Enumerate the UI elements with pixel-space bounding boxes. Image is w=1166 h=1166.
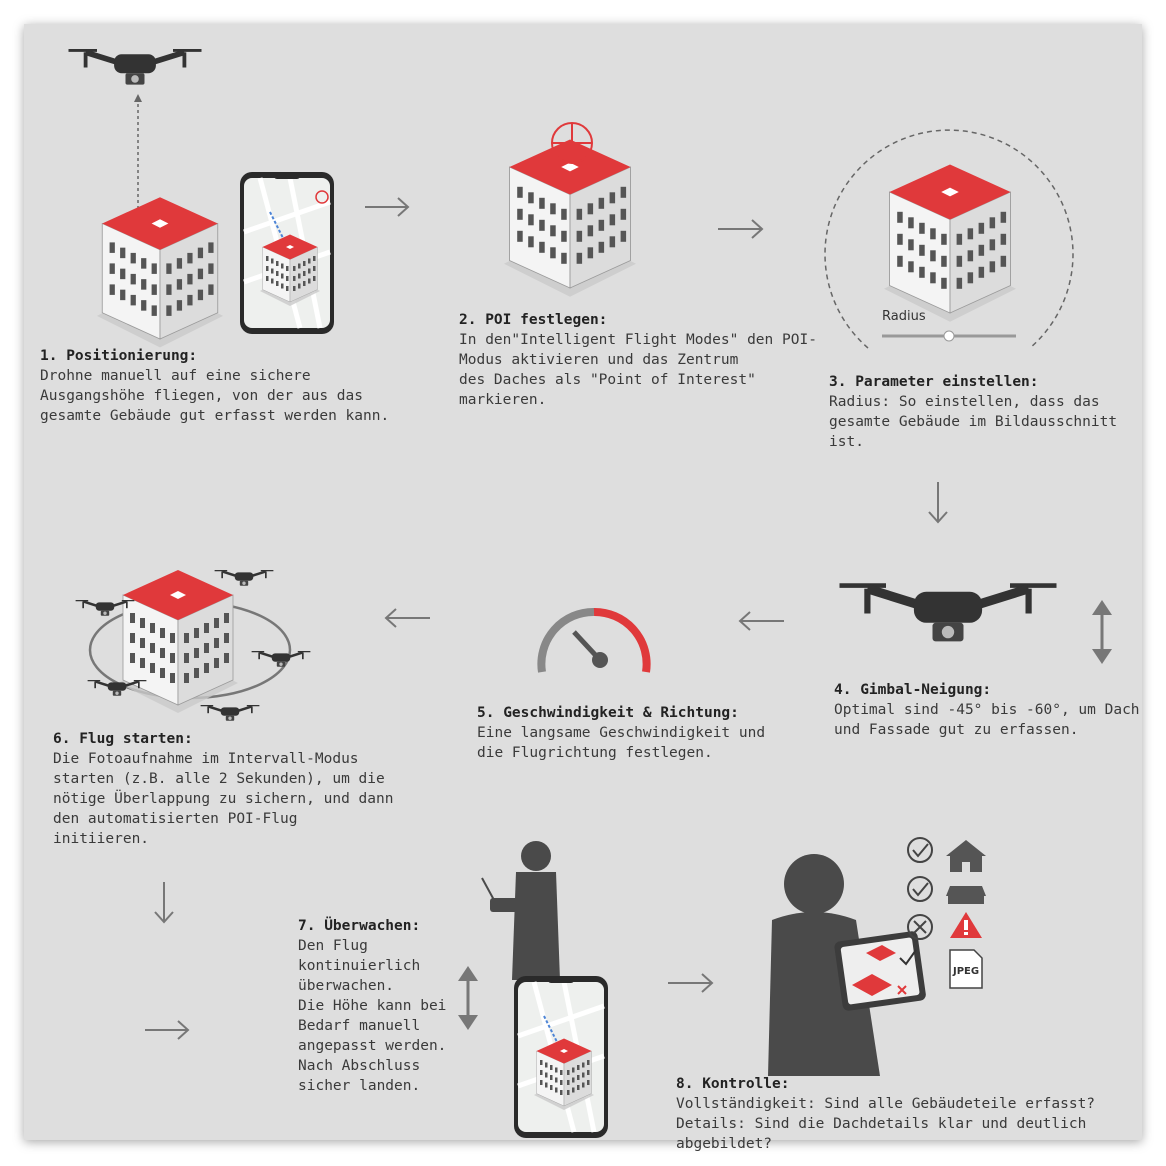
- step-title: 1. Positionierung:: [40, 348, 198, 364]
- double-arrow-icon: [458, 966, 478, 1030]
- check-icon: [907, 837, 933, 863]
- step4-drone-icon: [840, 586, 1057, 642]
- step-body: Vollständigkeit: Sind alle Gebäudeteile …: [676, 1096, 1096, 1152]
- step-title: 2. POI festlegen:: [459, 312, 608, 328]
- step5-text: 5. Geschwindigkeit & Richtung: Eine lang…: [477, 703, 765, 763]
- arrow-right-icon: [668, 973, 714, 993]
- tablet-icon: [834, 931, 926, 1011]
- step1-smartphone-icon: [240, 172, 334, 334]
- orbit-drone-icon: [213, 569, 275, 588]
- arrow-left-icon: [738, 611, 784, 631]
- arrow-right-icon: [718, 219, 764, 239]
- step1-drone-icon: [69, 50, 202, 84]
- arrow-right-icon: [365, 197, 410, 217]
- house-icon: [946, 840, 986, 872]
- step-title: 3. Parameter einstellen:: [829, 374, 1039, 390]
- orbit-drone-icon: [199, 704, 261, 723]
- step-body: Radius: So einstellen, dass das gesamte …: [829, 394, 1118, 450]
- arrow-right-icon: [145, 1020, 190, 1040]
- check-icon: [907, 876, 933, 902]
- warning-icon: [950, 912, 982, 938]
- arrow-left-icon: [384, 608, 430, 628]
- step-title: 4. Gimbal-Neigung:: [834, 682, 992, 698]
- step-body: In den"Intelligent Flight Modes" den POI…: [459, 332, 817, 408]
- step1-text: 1. Positionierung: Drohne manuell auf ei…: [40, 346, 389, 426]
- step6-text: 6. Flug starten: Die Fotoaufnahme im Int…: [53, 729, 393, 849]
- radius-slider-knob: [943, 330, 955, 342]
- step-title: 7. Überwachen:: [298, 918, 421, 934]
- step-body: Den Flug kontinuierlich überwachen. Die …: [298, 938, 447, 1094]
- step8-text: 8. Kontrolle: Vollständigkeit: Sind alle…: [676, 1074, 1166, 1154]
- pilot-person-icon: [481, 841, 560, 980]
- step3-building-icon: [883, 163, 1017, 323]
- step1-building-icon: [96, 196, 224, 348]
- target-icon: [551, 122, 593, 164]
- radius-label: Radius: [882, 309, 926, 324]
- double-arrow-icon: [1092, 600, 1112, 664]
- step4-text: 4. Gimbal-Neigung: Optimal sind -45° bis…: [834, 680, 1140, 740]
- step2-text: 2. POI festlegen: In den"Intelligent Fli…: [459, 310, 817, 410]
- step7-text: 7. Überwachen: Den Flug kontinuierlich ü…: [298, 916, 446, 1096]
- radius-circle: [824, 129, 1074, 349]
- jpeg-label: JPEG: [953, 966, 980, 977]
- step-body: Die Fotoaufnahme im Intervall-Modus star…: [53, 751, 394, 847]
- arrow-down-icon: [154, 882, 174, 924]
- orbit-drone-icon: [250, 650, 312, 669]
- step-title: 5. Geschwindigkeit & Richtung:: [477, 705, 739, 721]
- jpeg-file-icon: [949, 949, 983, 989]
- roof-icon: [946, 886, 986, 904]
- step7-smartphone-icon: [514, 976, 608, 1138]
- step-title: 6. Flug starten:: [53, 731, 193, 747]
- cross-icon: [907, 914, 933, 940]
- speedometer-icon: [537, 607, 651, 673]
- step3-text: 3. Parameter einstellen: Radius: So eins…: [829, 372, 1117, 452]
- step-body: Eine langsame Geschwindigkeit und die Fl…: [477, 725, 766, 761]
- step-title: 8. Kontrolle:: [676, 1076, 790, 1092]
- step-body: Optimal sind -45° bis -60°, um Dach und …: [834, 702, 1140, 738]
- step-body: Drohne manuell auf eine sichere Ausgangs…: [40, 368, 390, 424]
- arrow-down-icon: [928, 482, 948, 524]
- step6-building-icon: [117, 569, 239, 714]
